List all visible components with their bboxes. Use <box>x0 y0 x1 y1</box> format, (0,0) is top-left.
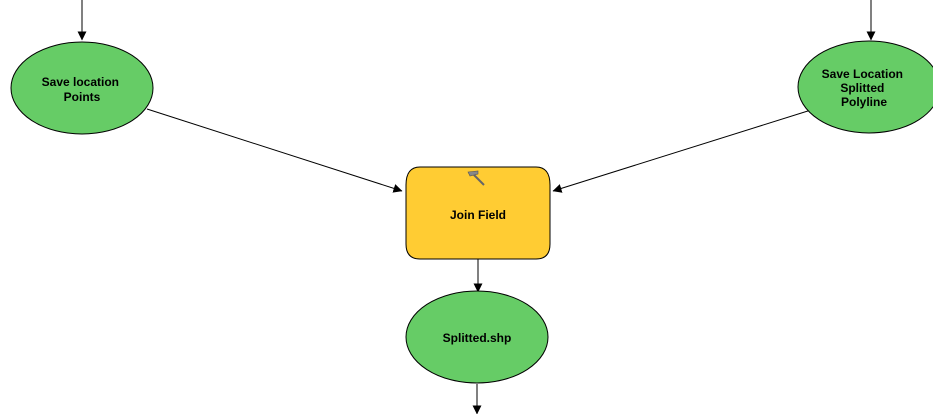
splitted-shp-node[interactable]: Splitted.shp <box>405 290 549 384</box>
node-label-line: Save Location <box>822 67 903 81</box>
tool-box <box>405 166 551 260</box>
node-label-line: Points <box>64 90 101 104</box>
save-location-points-node[interactable]: Save location Points <box>10 41 154 135</box>
node-label-line: Polyline <box>841 95 887 109</box>
hammer-tool-icon <box>467 170 485 186</box>
save-location-splitted-polyline-node[interactable]: Save Location Splitted Polyline <box>797 40 933 134</box>
data-ellipse <box>10 41 154 135</box>
node-label-line: Splitted <box>840 81 884 95</box>
node-label-line: Save location <box>42 75 119 89</box>
node-label: Save location Points <box>42 75 123 104</box>
connector-polyline-to-join <box>552 109 812 193</box>
node-label: Splitted.shp <box>443 331 512 345</box>
node-label: Save Location Splitted Polyline <box>822 67 907 109</box>
join-field-tool-node[interactable]: Join Field <box>405 166 551 260</box>
connectors <box>77 0 876 414</box>
data-ellipse <box>797 40 933 134</box>
connector-points-to-join <box>146 108 403 193</box>
data-ellipse <box>405 290 549 384</box>
node-label: Join Field <box>450 208 506 222</box>
